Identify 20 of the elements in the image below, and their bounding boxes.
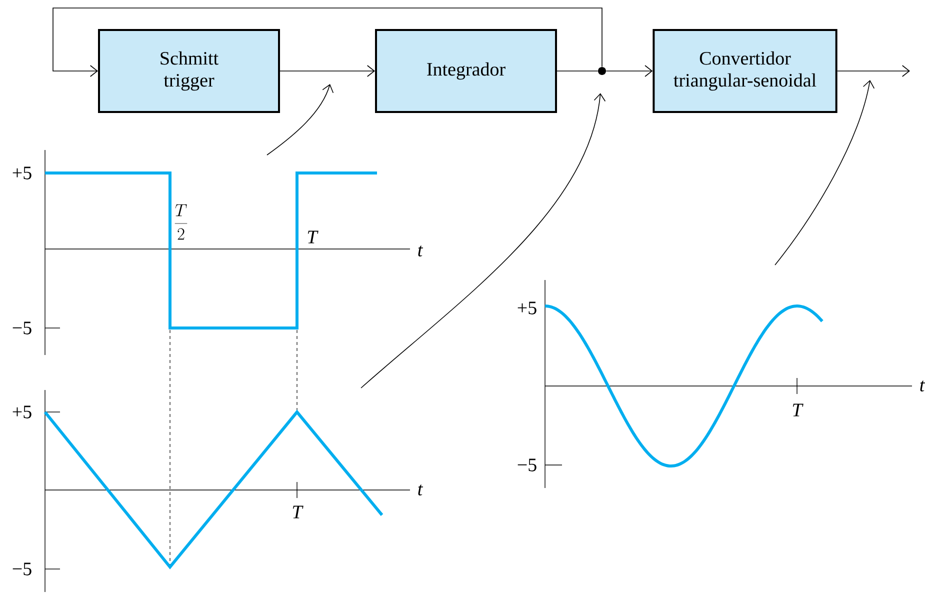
- square-wave-plot: [44, 150, 410, 356]
- signal-arrow: [836, 65, 910, 77]
- axis-label: T: [292, 506, 304, 518]
- signal-arrow: [52, 8, 602, 77]
- signal-arrow: [606, 65, 653, 77]
- junction-dot: [598, 67, 606, 75]
- axis-label: T: [308, 230, 318, 244]
- signal-arrow: [280, 65, 375, 77]
- axis-label: +5: [12, 406, 32, 418]
- axis-label: $\frac{T}{2}$: [174, 204, 188, 240]
- block-box: Convertidor triangular-senoidal: [652, 29, 838, 113]
- triangle-wave-plot: [44, 330, 410, 592]
- axis-label: −5: [12, 322, 32, 334]
- block-box: Schmitt trigger: [98, 29, 280, 113]
- sine-wave-plot: [544, 280, 912, 488]
- leader-arrow: [774, 80, 875, 266]
- axis-label: T: [792, 404, 804, 416]
- leader-arrow: [360, 93, 606, 388]
- block-box: Integrador: [375, 29, 557, 113]
- leader-arrow: [266, 84, 334, 156]
